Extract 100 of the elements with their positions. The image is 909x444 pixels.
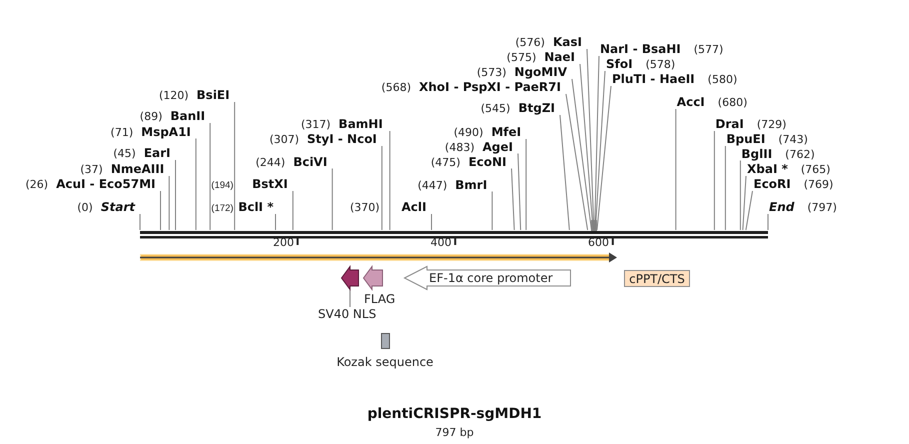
leader-line [210,122,211,230]
site-position: (576) [515,36,545,50]
enzyme-name: AgeI [482,140,513,154]
enzyme-name: BanII [170,109,206,123]
site-position: (680) [718,96,748,110]
site-position: (577) [694,43,724,57]
leader-line [560,114,570,230]
enzyme-name: BsiEI [196,88,230,102]
enzyme-name: PluTI - HaeII [612,72,695,86]
enzyme-name: EcoRI [754,177,791,191]
enzyme-name: DraI [715,117,744,131]
leader-line [714,130,715,230]
enzyme-name: BstXI [252,177,288,191]
enzyme-name: AcuI - Eco57MI [56,177,156,191]
site-position: (26) [26,178,48,192]
enzyme-name: BciVI [293,154,328,168]
leader-line [572,78,592,230]
leader-line [594,56,600,230]
enzyme-name: BamHI [338,117,383,131]
leader-line [195,138,196,230]
site-position: (37) [80,163,103,177]
leader-line [740,160,741,230]
map-caption: 797 bp [435,426,474,440]
enzyme-name: XbaI * [747,162,788,176]
enzyme-name: NarI - BsaHI [600,42,681,56]
leader-line [332,168,333,230]
leader-line [526,138,527,230]
site-position: (475) [430,156,460,170]
leader-line [724,146,726,230]
leader-line [168,176,170,230]
leader-line [511,168,515,230]
feature-label: FLAG [364,292,396,306]
feature-label: Kozak sequence [336,355,434,369]
leader-line [566,94,588,230]
enzyme-name: BclI * [238,200,274,214]
enzyme-name: MfeI [491,125,522,139]
site-position: (370) [350,201,380,215]
site-position: (483) [444,140,475,154]
site-position: (762) [785,148,815,162]
enzyme-name: BpuEI [726,132,766,146]
site-position: (307) [269,133,300,147]
site-position: (578) [646,58,676,72]
feature-label: cPPT/CTS [629,272,685,286]
site-position: (89) [140,110,162,124]
enzyme-name: BglII [741,146,772,160]
leader-line [160,190,161,230]
site-position: (317) [300,118,331,132]
leader-line [742,176,746,230]
leader-line [580,64,594,230]
enzyme-name: AclI [402,200,426,214]
enzyme-name: SfoI [606,57,633,71]
leader-line [175,160,176,230]
leader-line [431,214,432,230]
enzyme-name: MspA1I [141,124,191,138]
site-position: (545) [480,102,510,116]
site-position: (244) [256,156,286,170]
enzyme-name: EcoNI [468,154,506,168]
leader-line [518,153,522,230]
enzyme-name: KasI [552,35,582,49]
leader-line [492,191,493,230]
enzyme-name: XhoI - PspXI - PaeR7I [419,80,561,94]
leader-line [381,146,382,230]
site-position: (580) [708,73,738,87]
feature-box [624,270,690,287]
enzyme-name: BmrI [455,178,488,192]
site-position: (743) [778,133,808,147]
leader-line [292,190,294,230]
site-position: (0) [77,201,93,215]
site-position: (45) [113,147,136,161]
leader-line [274,214,276,230]
leader-line [675,108,676,230]
sequence-end-label: End [769,200,794,214]
map-title: plentiCRISPR-sgMDH1 [367,406,542,423]
site-position: (194) [211,179,234,193]
enzyme-name: StyI - NcoI [307,132,377,146]
enzyme-name: AccI [676,95,705,109]
site-position: (568) [381,81,412,95]
feature-label: SV40 NLS [318,307,376,321]
leader-line [586,48,594,230]
leader-line [234,102,236,230]
enzyme-name: NmeAIII [110,162,164,176]
site-position: (447) [418,178,448,192]
site-position: (797) [807,201,837,215]
site-position: (172) [211,202,234,216]
site-position: (765) [800,163,830,177]
site-position: (729) [756,118,786,132]
site-position: (573) [476,66,506,80]
enzyme-name: BtgZI [518,101,555,115]
leader-line [389,130,390,230]
site-position: (71) [110,126,134,140]
leader-line [596,86,612,230]
leader-line [594,70,606,230]
enzyme-name: NgoMIV [514,65,567,79]
site-position: (490) [454,126,484,140]
site-position: (120) [158,89,189,103]
leader-line [745,190,753,230]
feature-label: EF-1α core promoter [429,271,553,285]
enzyme-name: NaeI [544,50,575,64]
site-position: (575) [506,51,536,65]
sequence-end-label: Start [100,200,135,214]
